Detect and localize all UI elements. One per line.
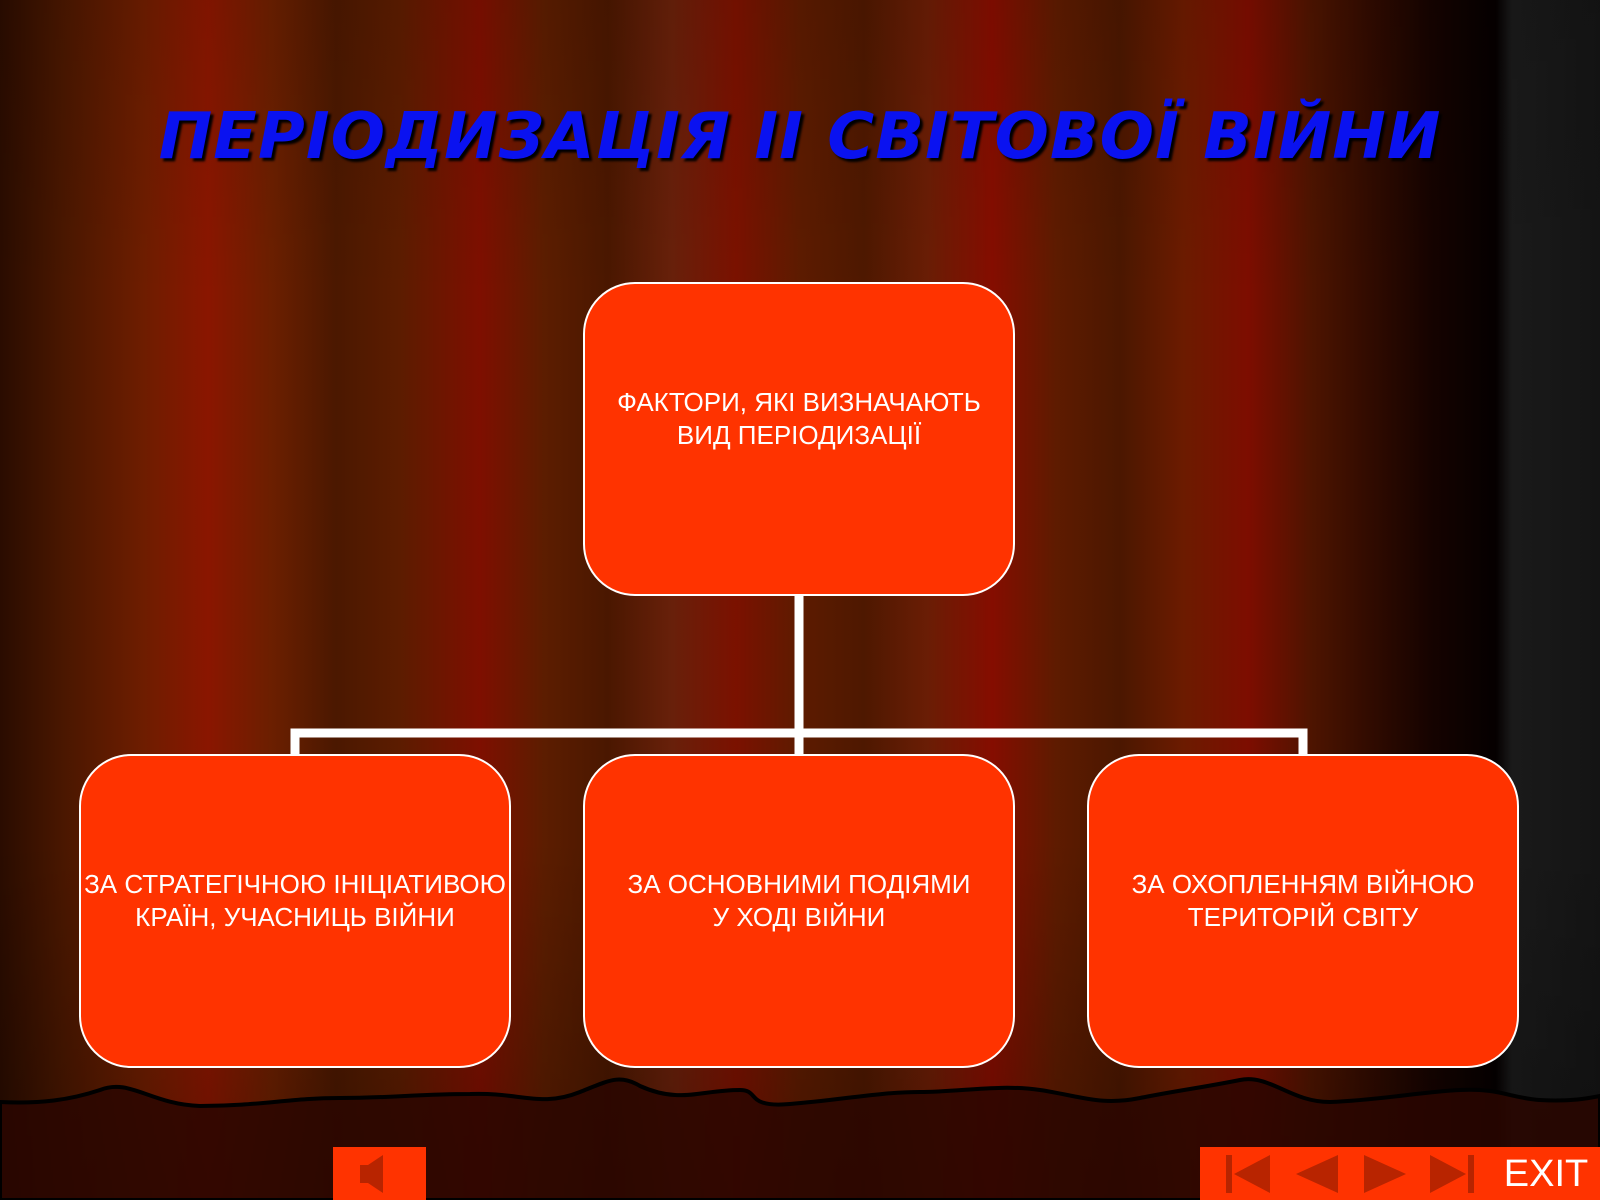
slide-title: ПЕРІОДИЗАЦІЯ ІІ СВІТОВОЇ ВІЙНИ (158, 100, 1442, 174)
speaker-icon (360, 1155, 383, 1193)
previous-slide-button[interactable] (1290, 1147, 1342, 1200)
root-factor-box: ФАКТОРИ, ЯКІ ВИЗНАЧАЮТЬ ВИД ПЕРІОДИЗАЦІЇ (583, 282, 1015, 596)
navigation-bar (1200, 1147, 1600, 1200)
last-slide-button[interactable] (1428, 1147, 1480, 1200)
first-slide-button[interactable] (1220, 1147, 1272, 1200)
next-slide-icon (1364, 1155, 1406, 1193)
first-slide-icon (1226, 1155, 1270, 1193)
exit-button[interactable]: EXIT (1503, 1153, 1589, 1195)
territory-coverage-box: ЗА ОХОПЛЕННЯМ ВІЙНОЮ ТЕРИТОРІЙ СВІТУ (1087, 754, 1519, 1068)
last-slide-icon (1430, 1155, 1474, 1193)
sound-button[interactable] (333, 1147, 426, 1200)
main-events-box: ЗА ОСНОВНИМИ ПОДІЯМИ У ХОДІ ВІЙНИ (583, 754, 1015, 1068)
next-slide-button[interactable] (1360, 1147, 1412, 1200)
strategic-initiative-box: ЗА СТРАТЕГІЧНОЮ ІНІЦІАТИВОЮ КРАЇН, УЧАСН… (79, 754, 511, 1068)
previous-slide-icon (1296, 1155, 1338, 1193)
